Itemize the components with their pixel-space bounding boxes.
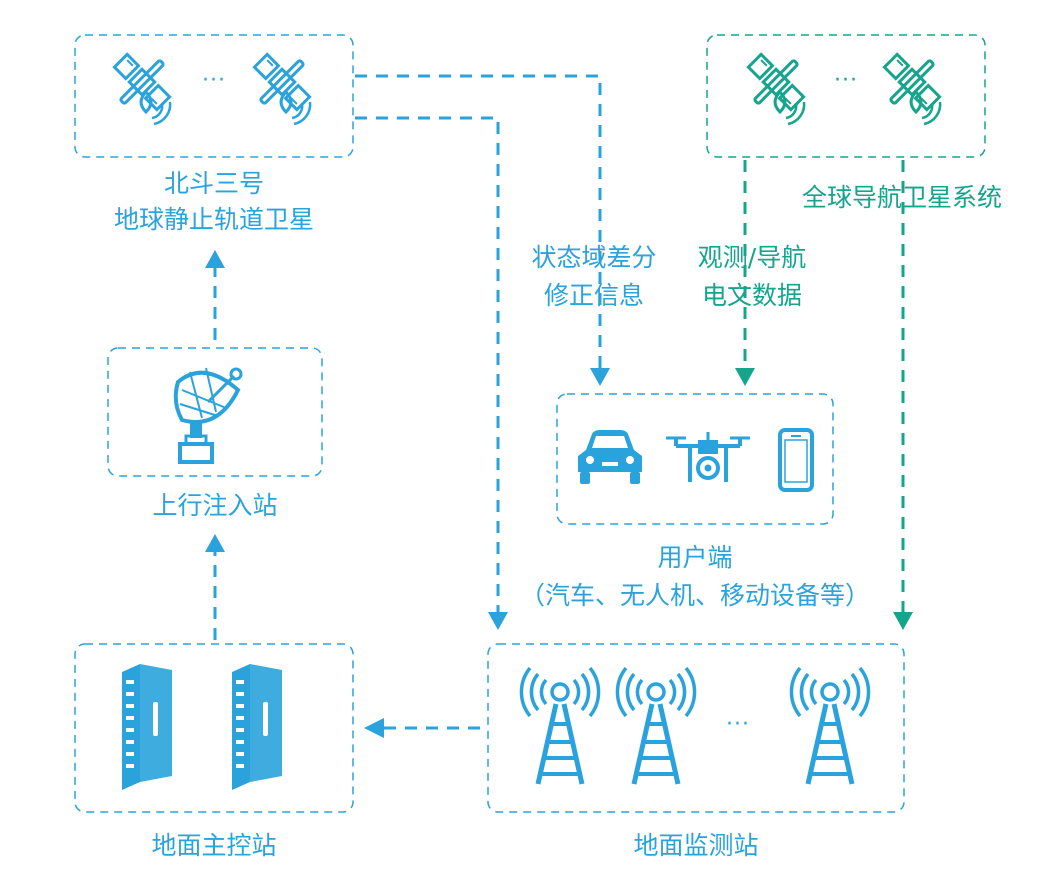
signal-tower-icon: [791, 668, 868, 784]
arrow-correction: [355, 74, 610, 386]
uplink-label: 上行注入站: [152, 491, 278, 520]
beidou-label-line2: 地球静止轨道卫星: [113, 205, 314, 234]
gnss-label: 全球导航卫星系统: [801, 183, 1002, 212]
server-icon: [232, 664, 282, 790]
smartphone-icon: [778, 428, 814, 492]
satellite-icon: [252, 52, 312, 126]
arrow-monitor-link: [355, 116, 508, 630]
signal-tower-icon: [521, 668, 598, 784]
user-label-line1: 用户端: [657, 543, 733, 572]
arrow-uplink-to-sat: [205, 250, 225, 340]
arrow-nav-data: [735, 160, 755, 386]
beidou-box: [74, 34, 354, 158]
drone-icon: [666, 432, 750, 482]
arrow-monitor-to-master: [364, 718, 480, 738]
satellite-icon: [112, 52, 172, 126]
gnss-box: [706, 34, 986, 158]
monitor-box: [487, 643, 905, 813]
correction-label-line2: 修正信息: [543, 281, 644, 310]
nav-label-line2: 电文数据: [701, 281, 802, 310]
beidou-label-line1: 北斗三号: [163, 169, 264, 198]
correction-label-line1: 状态域差分: [531, 243, 657, 272]
arrow-master-to-uplink: [205, 534, 225, 640]
master-label: 地面主控站: [151, 831, 277, 860]
user-box: [556, 393, 834, 525]
signal-tower-icon: [617, 668, 694, 784]
car-icon: [578, 430, 642, 484]
nav-label-line1: 观测/导航: [697, 243, 807, 272]
monitor-label: 地面监测站: [633, 831, 759, 860]
beidou-ellipsis: ···: [202, 68, 226, 93]
server-icon: [122, 664, 172, 790]
arrow-gnss-monitor: [893, 160, 913, 630]
master-box: [74, 643, 354, 813]
satellite-icon: [746, 52, 806, 126]
satellite-dish-icon: [173, 367, 243, 464]
satellite-icon: [882, 52, 942, 126]
user-label-line2: （汽车、无人机、移动设备等）: [519, 581, 870, 610]
monitor-ellipsis: ···: [726, 712, 750, 737]
gnss-ellipsis: ···: [834, 68, 858, 93]
